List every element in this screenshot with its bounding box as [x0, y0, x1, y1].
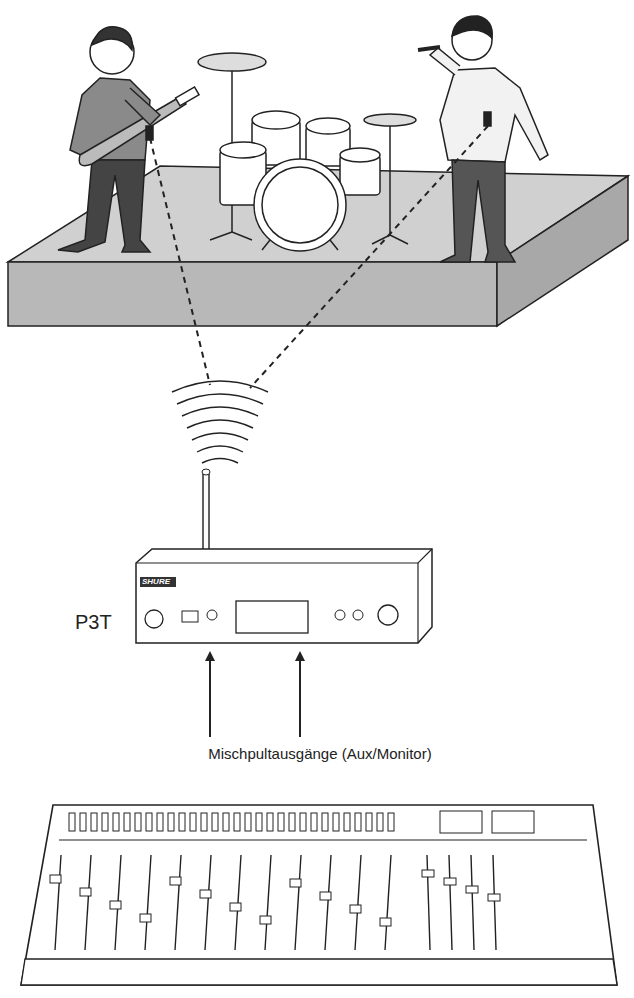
stage-front [8, 262, 497, 326]
stage-side [497, 176, 628, 326]
signal-arrow [209, 653, 211, 737]
antenna-tip [202, 469, 210, 475]
transmitter-unit-outline [130, 545, 440, 647]
transmitter-unit: P3T [130, 545, 440, 647]
singer-figure [418, 16, 548, 262]
wireless-link [150, 138, 210, 385]
radio-waves [172, 381, 268, 463]
node-label: Mischpultausgänge (Aux/Monitor) [15, 745, 625, 762]
antenna [203, 472, 209, 550]
drum-kit [198, 53, 416, 251]
node-label: P3T [75, 611, 112, 634]
wireless-link [250, 126, 488, 388]
signal-arrow [299, 653, 301, 737]
mixing-console: Mischpultausgänge (Aux/Monitor) [15, 745, 625, 993]
mixing-console-outline [15, 745, 625, 993]
guitarist-figure [58, 27, 199, 252]
brand-label: SHURE [142, 577, 170, 587]
